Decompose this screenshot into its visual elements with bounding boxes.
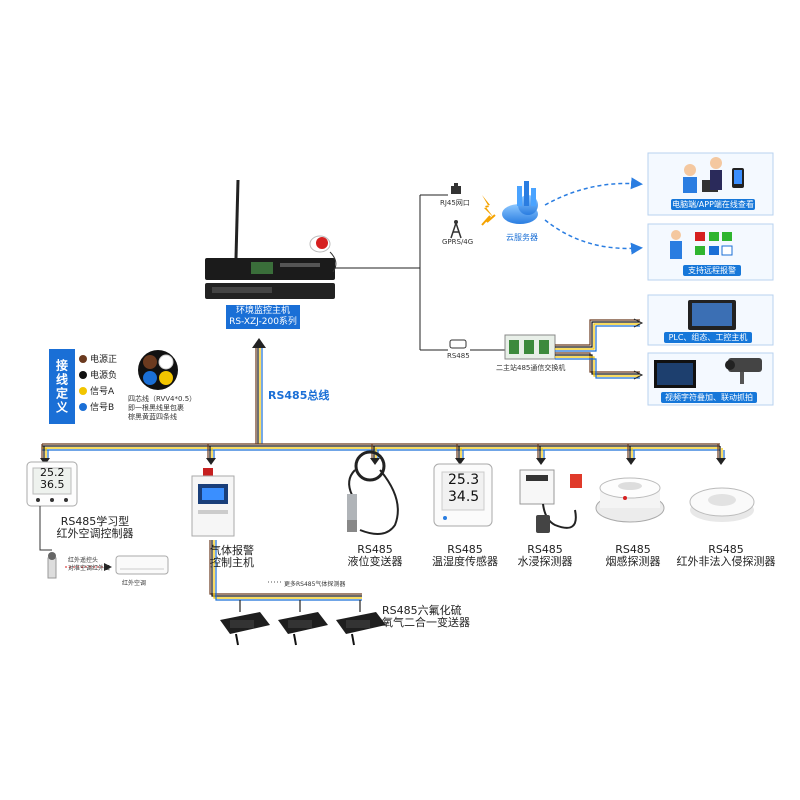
- temp-humidity-device: [433, 463, 493, 527]
- panel-pc-app-label: 电脑端/APP端在线查看: [671, 199, 755, 210]
- legend-title: 接线定义: [49, 349, 75, 424]
- bus-label: RS485总线: [268, 389, 330, 402]
- ir-head-label-1: 红外遥控头: [68, 557, 99, 564]
- cloud-label: 云服务器: [506, 233, 538, 242]
- ac-readout-temp: 25.2: [40, 466, 65, 479]
- rs485-port-label: RS485: [447, 352, 470, 360]
- host-model: RS-XZJ-200系列: [229, 317, 297, 327]
- rj45-icon: [451, 183, 461, 194]
- rs485-port-icon: [449, 339, 467, 349]
- legend-item-power-pos: 电源正: [79, 352, 117, 365]
- cable-desc-1: 四芯线（RVV4*0.5）: [128, 395, 197, 403]
- gas-bus: [209, 540, 362, 612]
- cloud-server-icon: [502, 181, 538, 224]
- legend-item-signal-b: 信号B: [79, 400, 114, 413]
- th-readout-hum: 34.5: [448, 489, 480, 505]
- host-device: [205, 179, 337, 299]
- gas-sensor-3: [336, 612, 386, 646]
- cable-desc-2: 即一根黑线里包裹: [128, 404, 184, 412]
- cable-desc-3: 棕黑黄蓝四条线: [128, 413, 177, 421]
- gas-sensor-2: [278, 612, 328, 646]
- converter-bus: [555, 319, 640, 379]
- rj45-label: RJ45网口: [440, 199, 470, 207]
- ac-controller-device: [26, 461, 78, 551]
- ac-controller-label: RS485学习型红外空调控制器: [56, 515, 134, 540]
- ir-head-icon: [47, 552, 57, 579]
- panel-video-label: 视频字符叠加、联动抓拍: [661, 392, 757, 403]
- gas-sensor-label: RS485六氟化硫氧气二合一变送器: [382, 604, 470, 629]
- smoke-detector-device: [595, 477, 665, 523]
- gprs-label: GPRS/4G: [442, 238, 474, 246]
- legend-item-signal-a: 信号A: [79, 384, 114, 397]
- rs485-bus-horizontal: [42, 443, 720, 451]
- th-readout-temp: 25.3: [448, 472, 480, 488]
- converter-label: 二主站485通信交换机: [496, 364, 566, 372]
- pir-detector-device: [689, 487, 755, 522]
- panel-alarm-label: 支持远程报警: [683, 265, 741, 276]
- ac-unit-label: 红外空调: [122, 580, 147, 587]
- ac-readout-hum: 36.5: [40, 478, 65, 491]
- liquid-level-device: [347, 450, 399, 535]
- bus-drops: [41, 444, 725, 460]
- gas-more-label: 更多RS485气体探测器: [284, 581, 346, 588]
- gprs-antenna-icon: [450, 220, 462, 239]
- host-label: 环境监控主机 RS-XZJ-200系列: [226, 305, 300, 329]
- water-leak-device: [519, 469, 582, 533]
- legend-item-power-neg: 电源负: [79, 368, 117, 381]
- cable-cross-section-icon: [138, 350, 178, 390]
- air-conditioner-icon: [115, 555, 169, 575]
- signal-bolt-icon: [482, 195, 494, 218]
- panel-plc-label: PLC、组态、工控主机: [664, 332, 752, 343]
- rs485-bus-vertical: [255, 344, 263, 444]
- gas-host-label: 气体报警控制主机: [210, 544, 254, 569]
- host-title: 环境监控主机: [235, 306, 290, 316]
- ir-head-label-2: 对准空调红外口: [68, 565, 111, 572]
- gas-alarm-host-device: [191, 468, 235, 537]
- gas-sensor-1: [220, 612, 270, 646]
- rs485-switch-device: [504, 334, 556, 360]
